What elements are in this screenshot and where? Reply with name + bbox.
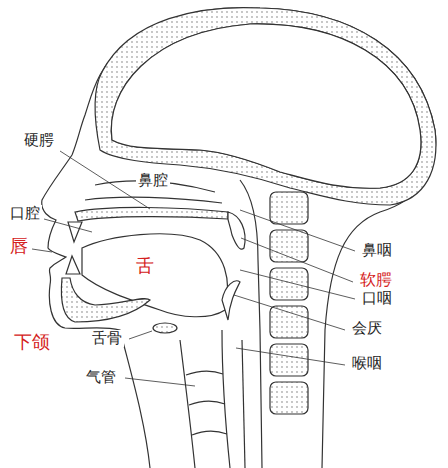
- trachea-wall: [222, 330, 230, 468]
- part-label: 硬腭: [22, 132, 56, 149]
- esophagus-wall: [242, 340, 245, 468]
- leader-line: [32, 249, 52, 252]
- leader-line: [240, 210, 355, 251]
- part-label: 软腭: [358, 271, 394, 289]
- part-label: 舌: [134, 256, 156, 277]
- brain-region: [111, 24, 421, 188]
- hyoid-bone: [153, 323, 177, 333]
- label-holder: 舌: [134, 256, 156, 277]
- label-holder: 气管: [84, 369, 118, 386]
- trachea-ring: [186, 371, 223, 375]
- label-holder: 下颌: [12, 332, 52, 353]
- part-label: 鼻腔: [136, 172, 170, 189]
- label-holder: 喉咽: [350, 355, 384, 372]
- leader-line: [129, 331, 152, 339]
- label-holder: 硬腭: [22, 132, 56, 149]
- label-holder: 舌骨: [90, 330, 124, 347]
- head-outline: [42, 8, 436, 468]
- leader-line: [234, 295, 345, 330]
- part-label: 喉咽: [350, 355, 384, 372]
- part-label: 会厌: [350, 320, 384, 337]
- label-holder: 鼻咽: [360, 242, 394, 259]
- part-label: 口咽: [360, 290, 394, 307]
- mandible: [61, 278, 150, 322]
- epiglottis: [222, 281, 240, 320]
- pharynx-wall: [240, 180, 262, 468]
- upper-teeth: [68, 222, 82, 242]
- label-holder: 唇: [8, 236, 30, 257]
- cervical-vertebrae: [270, 192, 308, 414]
- part-label: 下颌: [12, 332, 52, 353]
- leader-line: [125, 378, 195, 386]
- leader-line: [44, 219, 92, 232]
- part-label: 鼻咽: [360, 242, 394, 259]
- nasal-turbinate: [85, 197, 222, 203]
- label-holder: 会厌: [350, 320, 384, 337]
- soft-palate: [228, 212, 245, 249]
- label-holder: 口腔: [8, 205, 42, 222]
- leader-line: [241, 238, 353, 282]
- leader-line: [240, 270, 355, 299]
- leader-lines: [32, 151, 355, 386]
- lower-teeth: [66, 256, 80, 274]
- skull-bone: [95, 8, 436, 205]
- label-holder: 鼻腔: [136, 172, 170, 189]
- label-holder: 软腭: [358, 271, 394, 289]
- trachea-ring: [192, 431, 227, 435]
- hard-palate: [75, 207, 228, 221]
- label-holder: 口咽: [360, 290, 394, 307]
- part-label: 唇: [8, 236, 30, 257]
- trachea-ring: [189, 401, 225, 405]
- part-label: 舌骨: [90, 330, 124, 347]
- leader-line: [236, 348, 345, 365]
- part-label: 气管: [84, 369, 118, 386]
- part-label: 口腔: [8, 205, 42, 222]
